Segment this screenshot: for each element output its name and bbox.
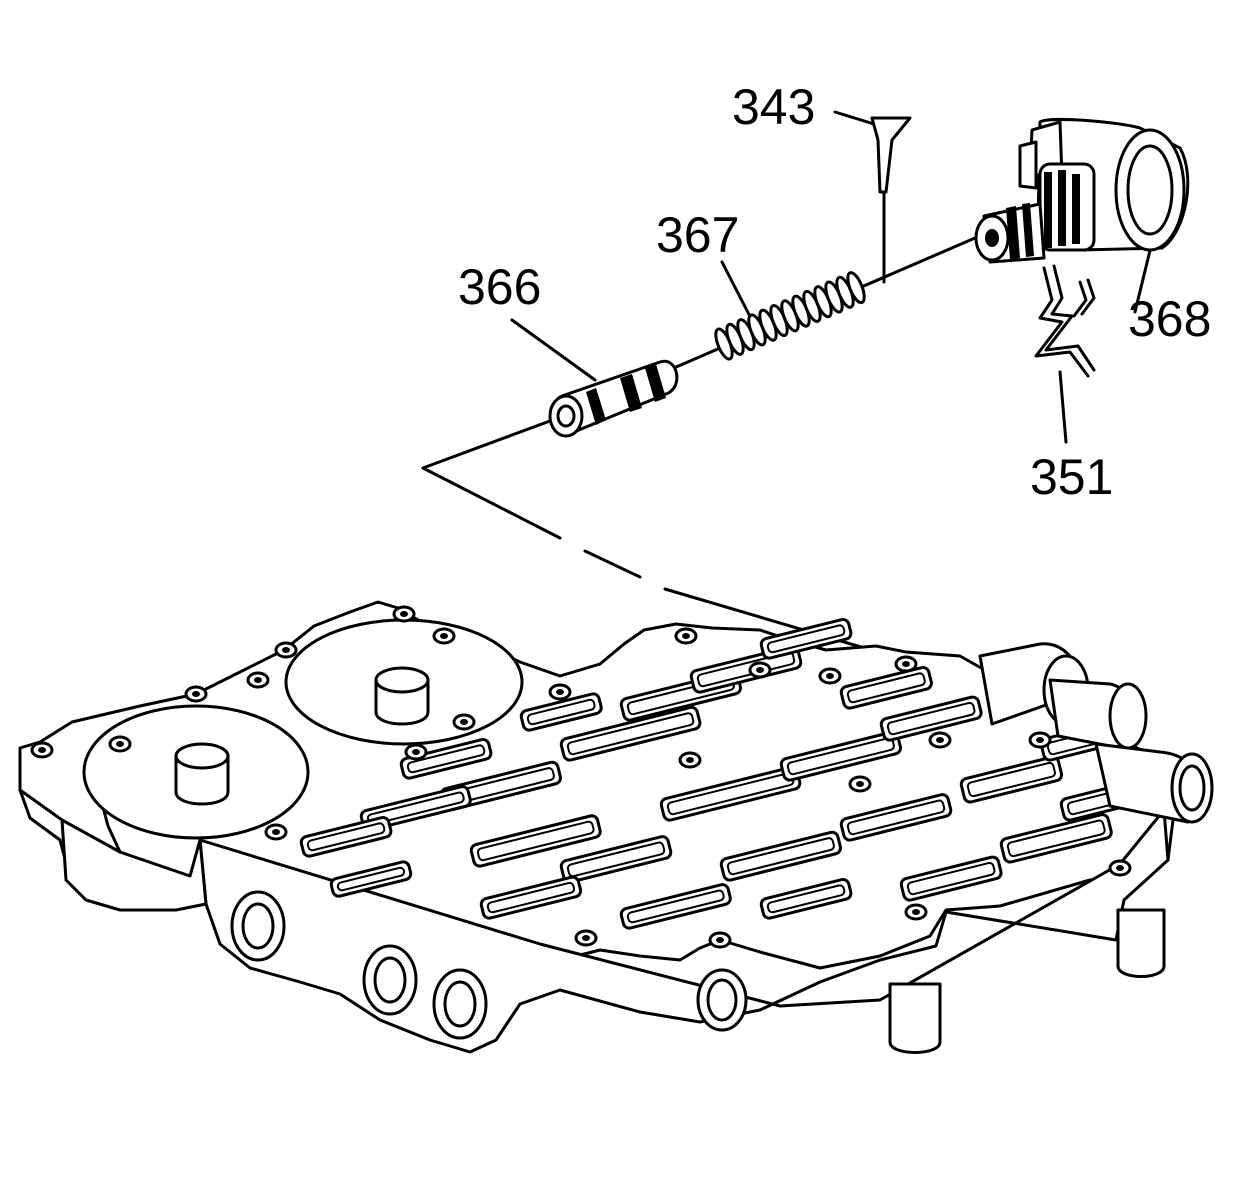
spring-coil xyxy=(846,271,866,305)
clip-351 xyxy=(1034,264,1096,378)
channel-slot xyxy=(559,835,673,884)
valve-body xyxy=(18,600,1214,1054)
callout-368-solenoid: 368 xyxy=(1128,291,1212,347)
bolt-hole-center xyxy=(936,737,944,743)
channel-slot xyxy=(719,830,842,882)
channel-slot xyxy=(879,695,983,742)
bolt-hole-center xyxy=(400,611,408,617)
bolt-hole-center xyxy=(282,647,290,653)
bolt-hole-center xyxy=(38,747,46,753)
channel-slot xyxy=(899,855,1003,902)
channel-slot xyxy=(299,816,393,858)
valve-366 xyxy=(548,359,679,438)
bolt-hole-center xyxy=(412,749,420,755)
callout-343-bolt: 343 xyxy=(732,79,816,135)
channel-slot xyxy=(399,738,493,780)
installed-solenoids xyxy=(978,642,1214,824)
bolt-hole-center xyxy=(1036,737,1044,743)
channel-slot xyxy=(659,765,802,822)
spring-367 xyxy=(714,271,866,361)
solenoid-threads xyxy=(1044,170,1080,248)
bolt-hole-center xyxy=(582,935,590,941)
bolt-hole-center xyxy=(856,781,864,787)
bolt-hole-center xyxy=(460,719,468,725)
channel-slot xyxy=(759,618,853,660)
bolt-hole-center xyxy=(682,633,690,639)
bolt-hole-center xyxy=(192,691,200,697)
channel-slot xyxy=(759,878,853,920)
channel-slot xyxy=(519,692,603,732)
channel-slot xyxy=(559,705,702,762)
front-ports xyxy=(230,890,748,1040)
channel-slot xyxy=(839,793,953,842)
mounting-posts xyxy=(888,908,1166,1054)
channel-slot xyxy=(619,883,732,930)
bolt-hole-center xyxy=(1116,865,1124,871)
callout-367-spring: 367 xyxy=(656,207,740,263)
bolt-holes xyxy=(30,605,1132,949)
bolt-hole-center xyxy=(556,689,564,695)
bolt-hole-center xyxy=(116,741,124,747)
bolt-hole-center xyxy=(902,661,910,667)
bolt-343 xyxy=(870,116,912,284)
channel-slot xyxy=(469,814,602,868)
bolt-hole-center xyxy=(254,677,262,683)
channel-slot xyxy=(779,730,902,782)
channel-slot xyxy=(999,813,1113,864)
channel-slot xyxy=(959,755,1064,804)
callout-366-valve: 366 xyxy=(458,259,542,315)
bolt-hole-center xyxy=(826,673,834,679)
solenoid-368 xyxy=(974,118,1190,264)
bolt-hole-center xyxy=(716,937,724,943)
callout-351-clip: 351 xyxy=(1030,449,1114,505)
bolt-hole-center xyxy=(686,757,694,763)
bolt-hole-center xyxy=(440,633,448,639)
bolt-hole-center xyxy=(912,909,920,915)
bolt-hole-center xyxy=(272,829,280,835)
channel-slot xyxy=(479,875,583,920)
channel-slot xyxy=(329,860,413,898)
bolt-hole-center xyxy=(756,667,764,673)
channel-slot xyxy=(839,666,933,710)
